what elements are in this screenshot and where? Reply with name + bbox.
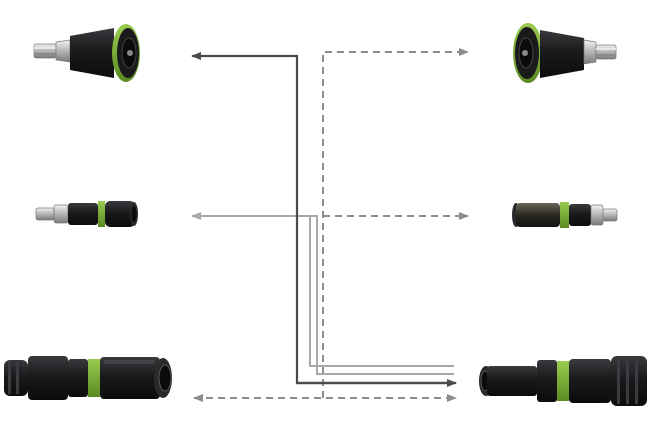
panel-mount-connector-right-icon xyxy=(513,23,617,83)
edge-light-to-inline-small-left xyxy=(191,212,454,375)
edge-dashed-to-panel-right xyxy=(322,48,469,398)
large-inline-cable-connector-right-icon xyxy=(479,356,647,406)
panel-mount-connector-left-icon xyxy=(33,24,140,82)
connection-lines xyxy=(191,48,469,402)
small-inline-connector-right-icon xyxy=(512,202,618,228)
edge-light-branch xyxy=(309,216,454,367)
small-inline-connector-left-icon xyxy=(35,201,138,227)
large-inline-cable-connector-left-icon xyxy=(4,356,172,400)
